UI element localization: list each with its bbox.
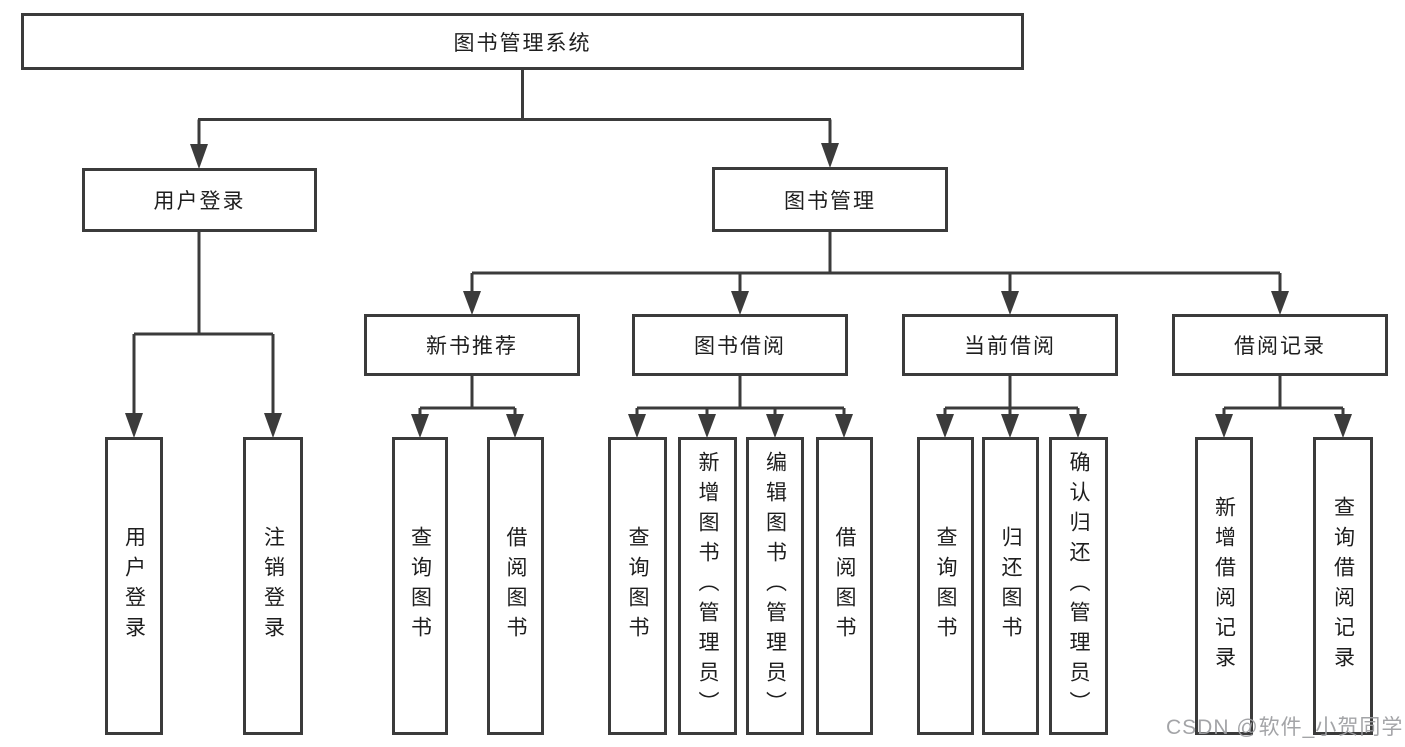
leaf-query-books-borrowing: 查询图书	[608, 437, 667, 735]
node-root-label: 图书管理系统	[453, 31, 592, 55]
watermark: CSDN @软件_小贺同学	[1166, 716, 1404, 739]
leaf-add-borrow-record-label: 新增借阅记录	[1212, 496, 1236, 676]
node-root: 图书管理系统	[21, 13, 1024, 70]
node-book-borrowing-label: 图书借阅	[694, 335, 786, 358]
leaf-query-books-current: 查询图书	[917, 437, 974, 735]
leaf-add-book-admin-label: 新增图书（管理员）	[696, 451, 719, 721]
node-user-login-label: 用户登录	[153, 190, 246, 213]
leaf-return-book: 归还图书	[982, 437, 1039, 735]
leaf-query-books-current-label: 查询图书	[934, 526, 957, 646]
node-borrowing-records-label: 借阅记录	[1234, 335, 1326, 358]
node-new-book-recommend: 新书推荐	[364, 314, 580, 376]
leaf-borrow-books-borrowing-label: 借阅图书	[833, 526, 856, 646]
node-user-login: 用户登录	[82, 168, 317, 232]
leaf-edit-book-admin: 编辑图书（管理员）	[746, 437, 804, 735]
leaf-query-books-recommend-label: 查询图书	[408, 526, 432, 646]
leaf-user-login: 用户登录	[105, 437, 163, 735]
node-book-management-label: 图书管理	[784, 189, 876, 213]
leaf-query-borrow-record: 查询借阅记录	[1313, 437, 1373, 735]
leaf-add-borrow-record: 新增借阅记录	[1195, 437, 1253, 735]
leaf-confirm-return-admin-label: 确认归还（管理员）	[1067, 451, 1090, 721]
leaf-edit-book-admin-label: 编辑图书（管理员）	[763, 451, 787, 721]
leaf-query-books-recommend: 查询图书	[392, 437, 448, 735]
leaf-borrow-books-recommend-label: 借阅图书	[504, 526, 527, 646]
leaf-add-book-admin: 新增图书（管理员）	[678, 437, 737, 735]
leaf-user-login-label: 用户登录	[122, 526, 146, 646]
leaf-query-borrow-record-label: 查询借阅记录	[1331, 496, 1355, 676]
leaf-logout-label: 注销登录	[261, 526, 285, 646]
leaf-borrow-books-recommend: 借阅图书	[487, 437, 544, 735]
leaf-logout: 注销登录	[243, 437, 303, 735]
node-new-book-recommend-label: 新书推荐	[426, 335, 518, 358]
leaf-borrow-books-borrowing: 借阅图书	[816, 437, 873, 735]
leaf-return-book-label: 归还图书	[999, 526, 1022, 646]
leaf-query-books-borrowing-label: 查询图书	[626, 526, 649, 646]
node-current-borrowing: 当前借阅	[902, 314, 1118, 376]
node-book-management: 图书管理	[712, 167, 948, 232]
leaf-confirm-return-admin: 确认归还（管理员）	[1049, 437, 1108, 735]
node-current-borrowing-label: 当前借阅	[964, 335, 1056, 358]
node-book-borrowing: 图书借阅	[632, 314, 848, 376]
node-borrowing-records: 借阅记录	[1172, 314, 1388, 376]
